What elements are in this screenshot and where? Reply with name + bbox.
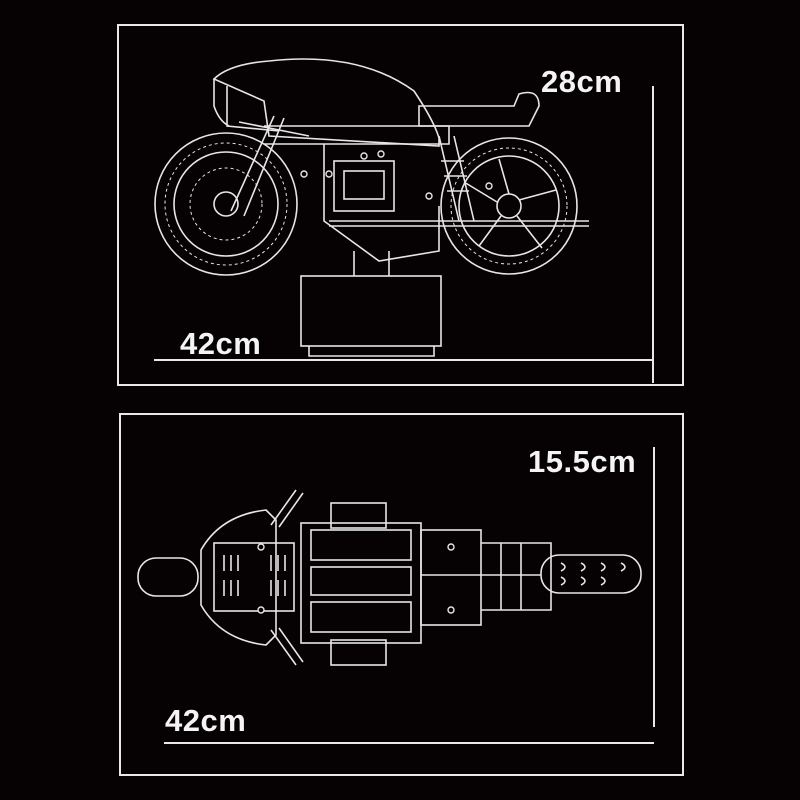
motorcycle-top-view-drawing xyxy=(137,489,642,666)
top-view-panel: 15.5cm 42cm xyxy=(119,413,684,776)
motorcycle-side-view-drawing xyxy=(154,58,589,357)
length-dimension-label: 42cm xyxy=(165,703,247,738)
width-dimension-label: 15.5cm xyxy=(528,444,637,479)
side-view-panel: 28cm 42cm xyxy=(117,24,684,386)
length-dimension-label: 42cm xyxy=(180,326,262,361)
height-dimension-label: 28cm xyxy=(541,64,623,99)
length-dimension-line xyxy=(164,742,654,744)
width-dimension-line xyxy=(653,447,655,727)
length-dimension-line xyxy=(154,359,654,361)
height-dimension-line xyxy=(652,86,654,383)
